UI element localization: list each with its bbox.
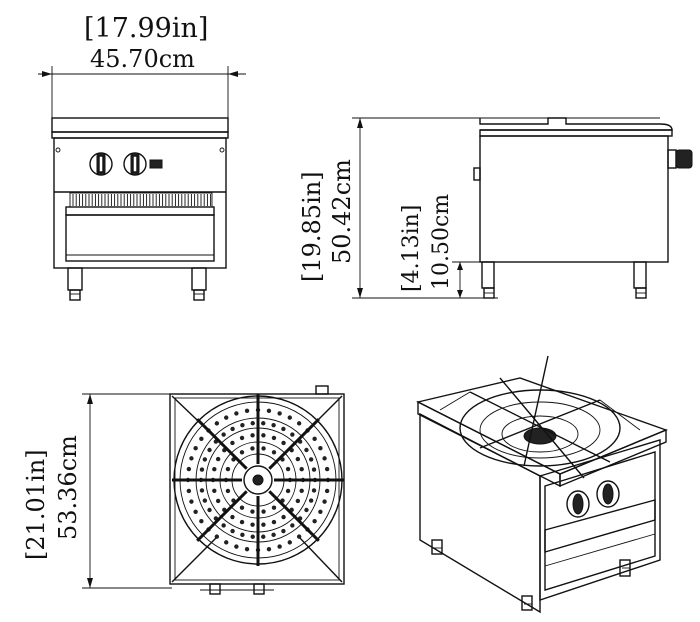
width-metric-label: 45.70cm <box>90 45 195 73</box>
front-knob-left <box>89 152 113 176</box>
iso-knob-left <box>566 490 590 518</box>
width-dimension-line <box>38 66 246 120</box>
depth-dimension-line <box>82 393 172 589</box>
front-burner-grille <box>69 192 213 208</box>
depth-imperial-label: [21.01in] <box>22 449 50 560</box>
grate-spokes <box>172 394 344 566</box>
side-knob <box>667 149 693 169</box>
front-legs <box>67 267 207 301</box>
front-view: [17.99in] 45.70cm <box>38 13 246 301</box>
front-knob-right <box>123 152 147 176</box>
height-metric-label: 50.42cm <box>328 159 356 264</box>
iso-grate <box>439 355 641 479</box>
height-dimension-line <box>352 117 498 299</box>
leg-height-metric-label: 10.50cm <box>429 194 454 290</box>
top-view: [21.01in] 53.36cm <box>22 385 345 595</box>
width-imperial-label: [17.99in] <box>84 13 208 44</box>
depth-metric-label: 53.36cm <box>54 435 82 540</box>
isometric-view <box>415 355 668 614</box>
side-view: [19.85in] 50.42cm [4.13in] 10.50cm <box>298 117 693 299</box>
leg-height-dimension-line <box>452 261 480 298</box>
leg-height-imperial-label: [4.13in] <box>399 205 424 292</box>
burner-jets <box>185 407 331 553</box>
side-legs <box>481 261 647 299</box>
iso-legs <box>431 539 631 611</box>
top-view-valves <box>200 583 274 595</box>
iso-knob-right <box>596 480 620 508</box>
height-imperial-label: [19.85in] <box>298 171 326 282</box>
